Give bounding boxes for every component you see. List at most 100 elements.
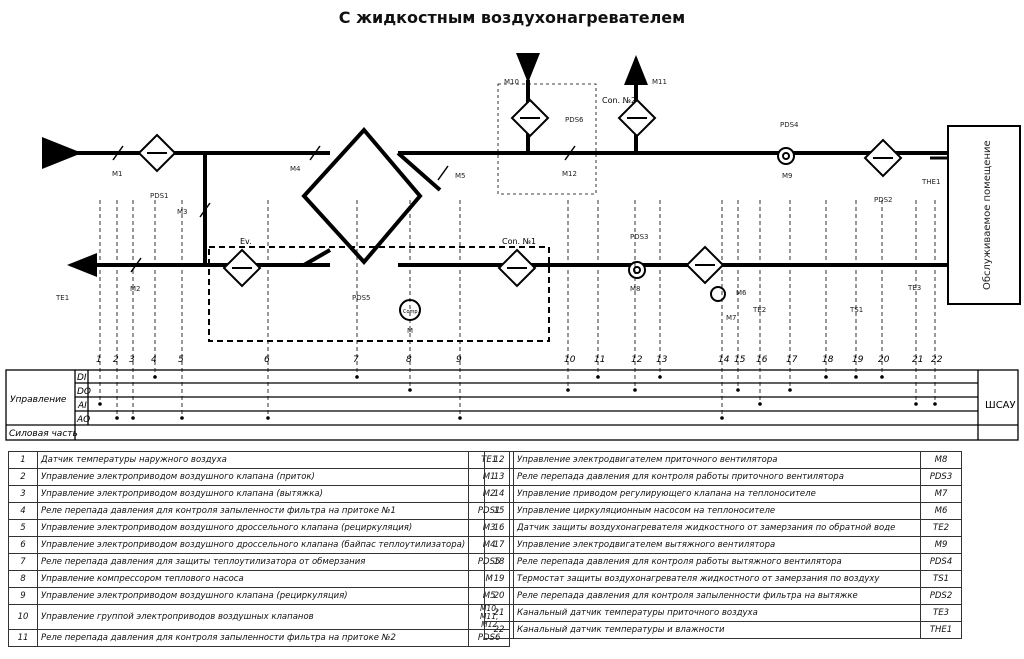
- bus-DI-label: DI: [77, 373, 87, 383]
- evaporator-label: Ev.: [240, 237, 252, 246]
- legend-code: PDS2: [920, 587, 962, 605]
- tag-PDS2: PDS2: [874, 196, 893, 204]
- evaporator: [222, 248, 262, 288]
- tag-M7: M7: [726, 314, 737, 322]
- legend-number: 5: [8, 519, 38, 537]
- bus-connection-dot: [758, 402, 762, 406]
- channel-number: 3: [129, 355, 135, 365]
- channel-number: 1: [96, 355, 102, 365]
- legend-number: 7: [8, 553, 38, 571]
- legend-number: 9: [8, 587, 38, 605]
- tag-PDS4: PDS4: [780, 121, 799, 129]
- legend-description: Канальный датчик температуры приточного …: [513, 604, 921, 622]
- tag-M1: M1: [112, 170, 123, 178]
- legend-number: 14: [484, 485, 514, 503]
- control-panel: [5, 369, 1019, 441]
- tag-M5: M5: [455, 172, 466, 180]
- tag-M3: M3: [177, 208, 188, 216]
- water-heater: [685, 245, 725, 285]
- bus-connection-dot: [458, 416, 462, 420]
- legend-number: 15: [484, 502, 514, 520]
- legend-code: TS1: [920, 570, 962, 588]
- legend-number: 21: [484, 604, 514, 622]
- bus-connection-dot: [788, 388, 792, 392]
- channel-number: 11: [594, 355, 605, 365]
- legend-description: Управление электродвигателем вытяжного в…: [513, 536, 921, 554]
- channel-number: 19: [852, 355, 864, 365]
- bus-connection-dot: [566, 388, 570, 392]
- legend-description: Датчик температуры наружного воздуха: [36, 451, 470, 469]
- legend-description: Реле перепада давления для контроля запы…: [36, 502, 470, 520]
- tag-M9: M9: [782, 172, 793, 180]
- tag-M2: M2: [130, 285, 141, 293]
- bus-connection-dot: [854, 375, 858, 379]
- legend-number: 8: [8, 570, 38, 588]
- legend-number: 6: [8, 536, 38, 554]
- channel-number: 18: [822, 355, 834, 365]
- legend-number: 10: [8, 604, 38, 630]
- compressor-label: Comp.: [403, 309, 420, 315]
- legend-code: TE2: [920, 519, 962, 537]
- refrigerant-loop: [208, 246, 550, 342]
- legend-description: Датчик защиты воздухонагревателя жидкост…: [513, 519, 921, 537]
- legend-number: 19: [484, 570, 514, 588]
- legend-number: 17: [484, 536, 514, 554]
- ventilation-scheme: Обслуживаемое помещение Ev. Con. №1 Con.…: [5, 53, 1021, 441]
- condenser2-label: Con. №2: [602, 96, 636, 105]
- bus-connection-dot: [408, 388, 412, 392]
- legend-number: 2: [8, 468, 38, 486]
- filter-exhaust: [863, 138, 903, 178]
- tag-TS1: TS1: [849, 306, 863, 314]
- legend-description: Управление электроприводом воздушного кл…: [36, 468, 470, 486]
- filter-supply-2: [510, 98, 550, 138]
- channel-number: 6: [264, 355, 270, 365]
- tag-TE2: TE2: [752, 306, 766, 314]
- channel-number: 9: [456, 355, 462, 365]
- legend-number: 18: [484, 553, 514, 571]
- legend-number: 4: [8, 502, 38, 520]
- tag-THE1: THE1: [921, 178, 940, 186]
- channel-number: 2: [113, 355, 119, 365]
- channel-number: 7: [353, 355, 359, 365]
- legend-code: PDS3: [920, 468, 962, 486]
- channel-number: 16: [756, 355, 768, 365]
- bus-AI-label: AI: [77, 401, 87, 411]
- legend-description: Управление электродвигателем приточного …: [513, 451, 921, 469]
- tag-M4: M4: [290, 165, 301, 173]
- legend-description: Реле перепада давления для контроля рабо…: [513, 553, 921, 571]
- legend-code: M6: [920, 502, 962, 520]
- channel-number: 5: [178, 355, 184, 365]
- channel-number: 17: [786, 355, 798, 365]
- bus-connection-dot: [180, 416, 184, 420]
- legend-number: 1: [8, 451, 38, 469]
- legend-description: Управление циркуляционным насосом на теп…: [513, 502, 921, 520]
- bus-connection-dot: [131, 416, 135, 420]
- bus-connection-dot: [98, 402, 102, 406]
- served-room-box: [947, 125, 1021, 305]
- bus-connection-dot: [633, 388, 637, 392]
- legend-description: Реле перепада давления для контроля запы…: [36, 629, 470, 647]
- tag-PDS5: PDS5: [352, 294, 371, 302]
- bus-connection-dot: [720, 416, 724, 420]
- tag-M6: M6: [736, 289, 747, 297]
- power-row-label: Силовая часть: [9, 429, 78, 439]
- bus-connection-dot: [914, 402, 918, 406]
- channel-number: 12: [631, 355, 643, 365]
- channel-number: 4: [151, 355, 157, 365]
- legend-description: Управление группой электроприводов возду…: [36, 604, 470, 630]
- condenser-1: [497, 248, 537, 288]
- channel-number: 8: [406, 355, 412, 365]
